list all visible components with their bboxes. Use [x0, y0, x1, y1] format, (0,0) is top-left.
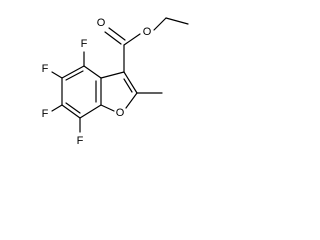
bond-c6-f	[51, 104, 63, 112]
bond-c3a-c4	[83, 65, 102, 79]
atom-labels: F F F F O O O	[42, 17, 152, 147]
bond-c5-f	[51, 71, 63, 79]
bond-c6-c7-inner	[65, 102, 81, 114]
substituent-bonds	[51, 17, 189, 133]
bond-c4-c5	[61, 65, 85, 79]
bond-carbonyl-o-double-a	[104, 31, 122, 45]
bond-c7-c7a	[79, 104, 102, 119]
bond-c3-c2-inner	[123, 78, 133, 93]
furan-ring	[100, 71, 138, 112]
bond-carbonyl-o-double-b	[108, 27, 126, 41]
atom-label-o1: O	[116, 107, 125, 119]
bond-o-ester-ch2	[153, 17, 167, 31]
bond-o1-c7a	[100, 104, 115, 112]
atom-label-o-ester: O	[143, 26, 152, 38]
atom-label-o-carbonyl: O	[97, 17, 106, 29]
bond-c2-o1	[125, 92, 138, 109]
bond-c4-c5-inner	[65, 70, 84, 81]
bond-ch2-ch3	[165, 17, 189, 25]
atom-label-f4: F	[81, 38, 88, 50]
bond-c6-c7	[61, 104, 81, 119]
structure-diagram: F F F F O O O	[42, 17, 189, 147]
bond-c3a-c3	[100, 71, 125, 79]
atom-label-f5: F	[42, 63, 49, 75]
bond-carbonyl-o-ester	[123, 33, 141, 46]
atom-label-f7: F	[77, 135, 84, 147]
atom-label-f6: F	[42, 108, 49, 120]
benzene-ring	[61, 65, 102, 119]
bond-c3-c2	[123, 71, 138, 94]
